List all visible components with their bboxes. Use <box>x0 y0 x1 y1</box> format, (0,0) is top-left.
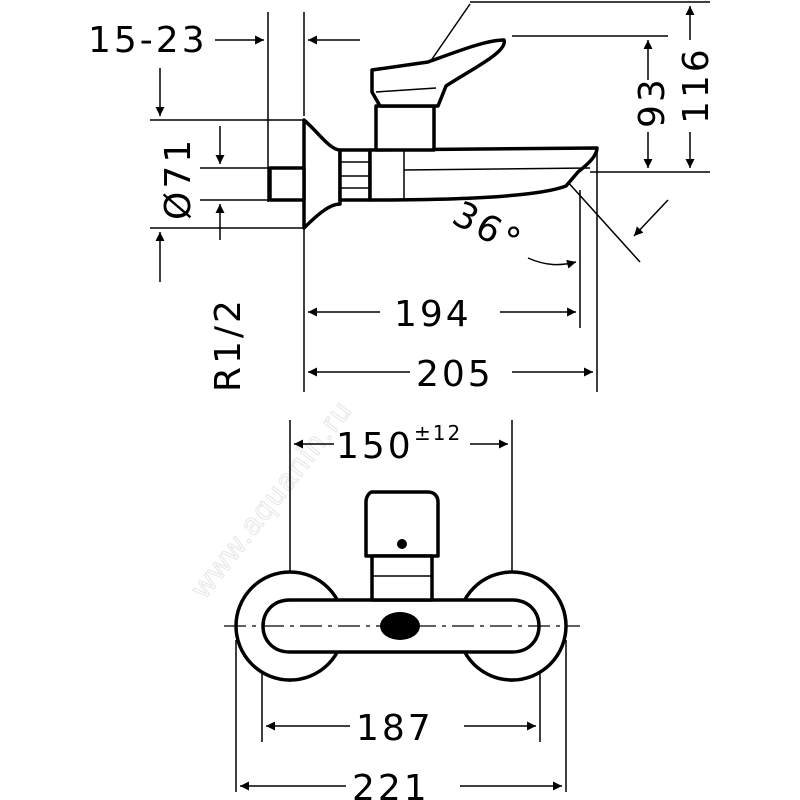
dim-total-width-label: 221 <box>352 768 430 800</box>
dim-angle-label: 36° <box>446 194 530 264</box>
dim-inner-width-label: 187 <box>356 708 434 749</box>
side-view: 15-23 Ø71 R1/2 36° 194 205 93 116 <box>88 1 717 395</box>
outlet-aerator <box>380 612 420 640</box>
dim-thread-label: R1/2 <box>208 297 249 392</box>
mixer-body-spout <box>368 146 599 202</box>
hex-nut <box>338 148 372 202</box>
dim-diameter-label: Ø71 <box>158 137 199 220</box>
connection-stub <box>268 166 306 202</box>
dim-centers-tolerance: ±12 <box>414 421 462 445</box>
dim-spout-inner-label: 194 <box>394 294 472 335</box>
lever-handle-front <box>364 490 440 558</box>
wall-flange <box>302 118 342 230</box>
front-view: 150 ±12 187 221 <box>224 420 580 800</box>
dim-height-outlet-label: 93 <box>632 76 673 128</box>
watermark: www.aquanin.ru <box>184 394 359 605</box>
lever-indicator-dot <box>397 539 407 549</box>
dim-connection-label: 15-23 <box>88 20 208 61</box>
dim-centers-label: 150 <box>336 426 414 467</box>
dim-spout-total-label: 205 <box>416 354 494 395</box>
dim-height-total-label: 116 <box>676 46 717 124</box>
lever-column <box>374 104 436 152</box>
lever-stem-front <box>370 554 434 602</box>
